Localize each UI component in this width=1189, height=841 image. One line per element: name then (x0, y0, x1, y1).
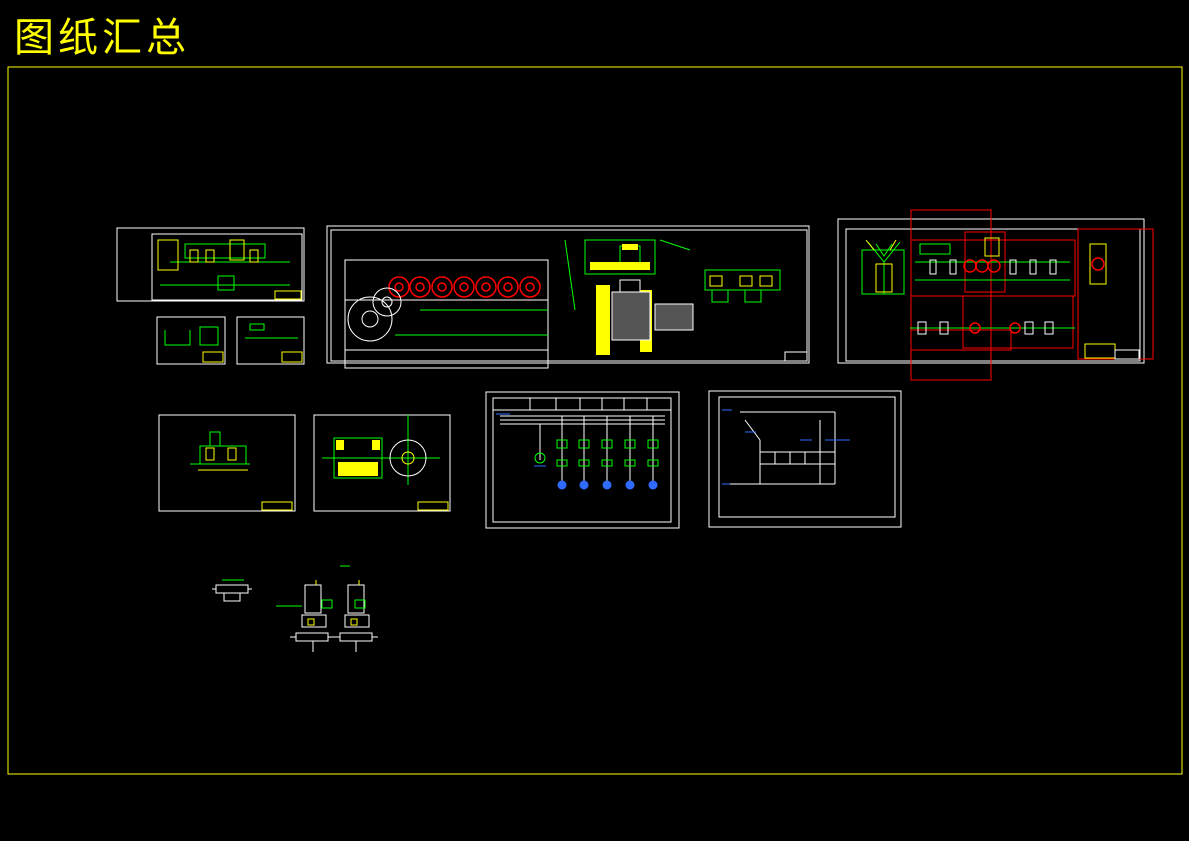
detail-sheet-b[interactable] (236, 316, 305, 365)
part-drawing-b[interactable] (313, 414, 451, 512)
main-assembly-sheet[interactable] (837, 209, 1154, 381)
page-title: 图纸汇总 (14, 15, 190, 61)
detail-sheet-a[interactable] (156, 316, 226, 365)
loose-valve-details[interactable] (212, 565, 378, 652)
layout-overview-small[interactable] (116, 227, 305, 302)
roller-assembly-sheet[interactable] (326, 225, 810, 369)
part-drawing-a[interactable] (158, 414, 296, 512)
electrical-schematic-b[interactable] (708, 390, 902, 528)
electrical-schematic-a[interactable] (485, 391, 680, 529)
outer-frame (7, 66, 1183, 775)
